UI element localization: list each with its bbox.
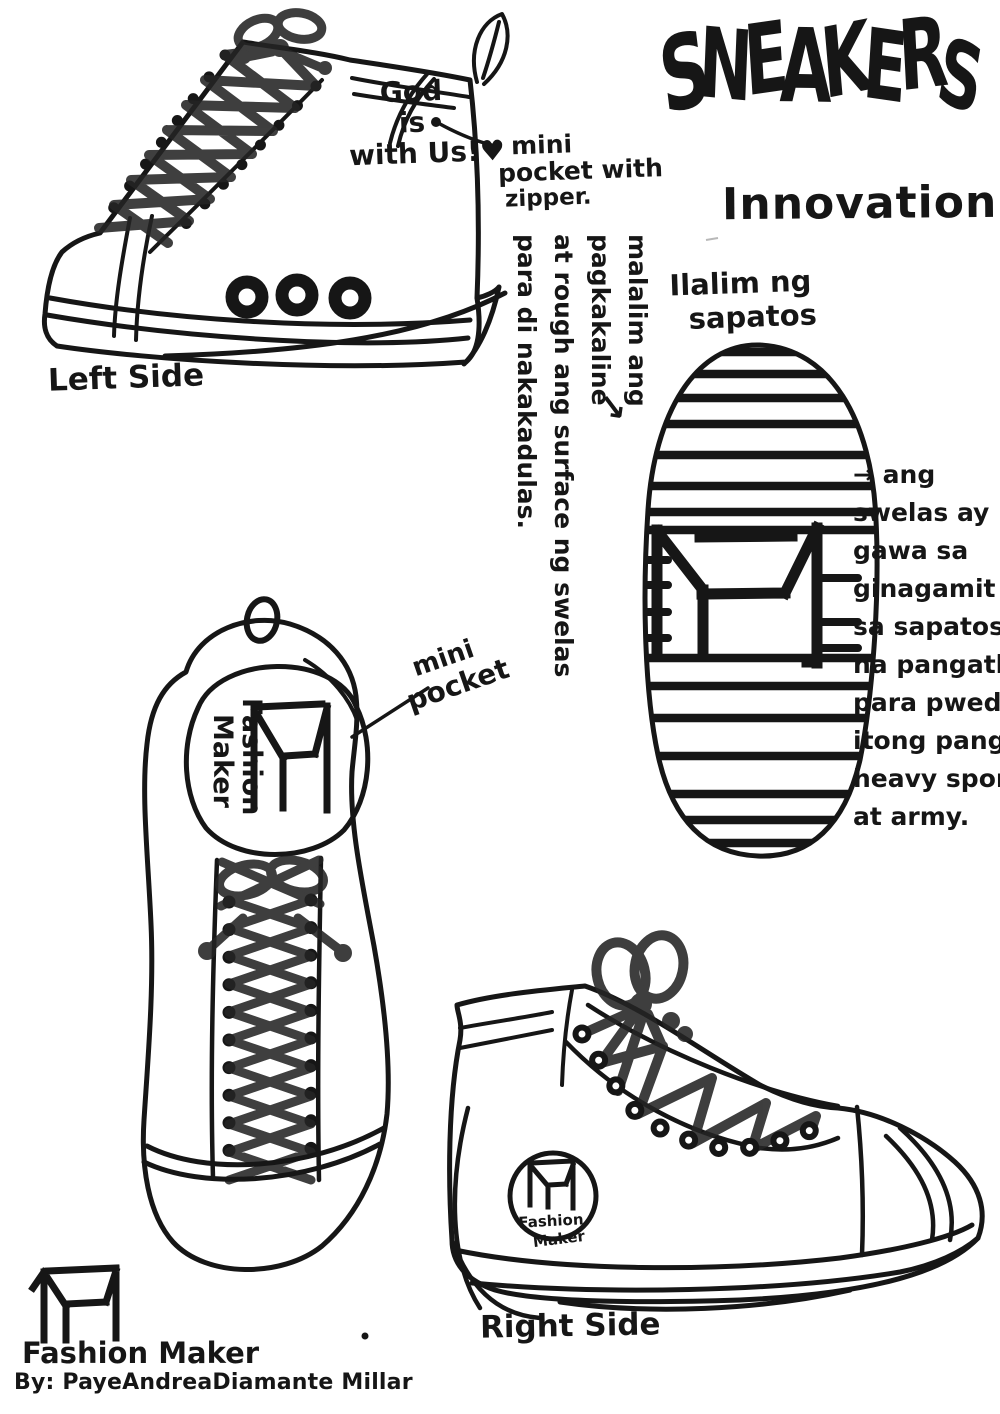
footer-fm-logo-mark xyxy=(28,1264,121,1344)
label-line: sapatos xyxy=(688,297,818,336)
top-shoe-fm-logo-mark xyxy=(250,700,332,814)
left-shoe-quote: God is with Us!♥ xyxy=(346,73,506,173)
note-line: at army. xyxy=(853,802,970,831)
vent-eyelet xyxy=(328,276,372,320)
sole-view-label: Ilalim ng sapatos xyxy=(669,263,818,336)
right-shoe-drawing: Fashion Maker xyxy=(447,930,985,1321)
top-view-shoe-drawing: Fashion Maker xyxy=(140,596,430,1272)
left-shoe-sole-lines xyxy=(44,284,508,367)
quote-line: God xyxy=(379,73,443,110)
right-shoe-toe-cap-seams xyxy=(854,1104,954,1258)
right-shoe-lace-end-dot2 xyxy=(677,1026,693,1042)
note-line: heavy sports xyxy=(853,764,1000,793)
top-shoe-laces xyxy=(205,855,345,1185)
left-side-caption: Left Side xyxy=(47,357,205,399)
note-line: swelas ay xyxy=(853,498,990,527)
left-shoe-toe-seams xyxy=(112,214,154,342)
note-line: sa sapatos xyxy=(853,612,1000,641)
note-line: pocket with xyxy=(497,153,664,188)
vent-eyelet xyxy=(225,275,269,319)
footer-logo-strokes xyxy=(28,1264,121,1344)
brand-name: Fashion Maker xyxy=(22,1336,260,1370)
stray-dash xyxy=(705,237,719,241)
top-shoe-pocket-seam xyxy=(303,658,359,722)
sole-edge-mini-stripes xyxy=(645,556,862,652)
note-line: zipper. xyxy=(504,183,592,213)
quote-line: with Us!♥ xyxy=(348,133,506,173)
left-shoe-lace-tails xyxy=(242,47,327,73)
label-line: Ilalim ng xyxy=(668,263,812,303)
right-shoe-collar-lines xyxy=(458,988,574,1087)
left-shoe-pocket-seam xyxy=(388,71,436,148)
note-line: at rough ang surface ng swelas xyxy=(549,234,578,678)
left-shoe-lace-end-dot1 xyxy=(237,50,251,64)
left-shoe-lace-end-dot2 xyxy=(318,61,332,75)
top-shoe-pocket-pointer-line xyxy=(350,686,430,739)
note-line: na pangatleta xyxy=(853,650,1000,679)
mini-pocket-zipper-note: mini pocket with zipper. xyxy=(497,127,665,214)
right-shoe-fm-logo-mark xyxy=(527,1158,577,1211)
left-shoe-bow-loop-right xyxy=(273,8,327,44)
sole-material-note: → ang swelas ay gawa sa ginagamit sa sap… xyxy=(853,456,1000,836)
note-line: gawa sa xyxy=(853,536,969,565)
right-shoe-bow-loop-right xyxy=(629,930,689,1004)
sole-groove-note-rotated: malalim ang pagkakaline at rough ang sur… xyxy=(508,234,656,678)
note-line: para di nakakadulas. xyxy=(512,234,541,530)
top-shoe-tongue-text-line1: Fashion xyxy=(236,698,267,815)
top-shoe-outline-path xyxy=(140,617,391,1272)
left-shoe-pocket-pointer-line xyxy=(438,122,502,149)
author-byline: By: PayeAndreaDiamante Millar xyxy=(14,1370,413,1395)
sole-bottom-view-drawing xyxy=(642,342,880,859)
stray-marks xyxy=(361,237,719,1340)
top-shoe-lace-end-dot2 xyxy=(334,944,352,962)
note-line: malalim ang xyxy=(623,234,652,407)
vent-eyelet xyxy=(275,273,319,317)
top-shoe-lace-end-dot1 xyxy=(198,942,216,960)
right-side-caption: Right Side xyxy=(479,1306,661,1346)
left-shoe-laces xyxy=(94,43,321,248)
note-line: para pwede rin xyxy=(853,688,1000,717)
left-shoe-vent-eyelets xyxy=(225,273,372,320)
left-shoe-heel-tab-leaf xyxy=(472,12,510,86)
note-line: ginagamit xyxy=(853,574,996,603)
left-shoe-eyelet-row-a xyxy=(93,49,231,234)
sole-fm-logo-mark xyxy=(650,520,825,669)
page-subtitle: Innovation xyxy=(721,176,998,231)
groove-note-arrow-icon: ↘ xyxy=(595,386,630,430)
note-line: itong pang xyxy=(853,726,1000,755)
top-shoe-toe-cap-arcs xyxy=(141,1125,387,1182)
sole-tread-stripes xyxy=(645,347,878,848)
note-line: → ang xyxy=(853,460,936,489)
right-shoe-laces xyxy=(577,1003,821,1154)
right-shoe-heel-lines xyxy=(449,1105,543,1321)
page-title: SNEAKERS xyxy=(646,0,1000,140)
note-line: pagkakaline xyxy=(586,234,615,406)
top-shoe-tongue-text-line2: Maker xyxy=(207,714,238,809)
stray-dot xyxy=(361,1332,369,1340)
right-shoe-bow-loop-left xyxy=(591,937,651,1011)
left-shoe-drawing xyxy=(41,8,510,369)
right-shoe-lace-end-dot1 xyxy=(662,1012,680,1030)
top-shoe-tongue-circle xyxy=(183,664,371,857)
right-shoe-patch-text-line1: Fashion xyxy=(518,1210,584,1231)
left-shoe-eyelet-row-b xyxy=(162,80,322,249)
right-shoe-logo-patch-circle xyxy=(507,1150,599,1242)
